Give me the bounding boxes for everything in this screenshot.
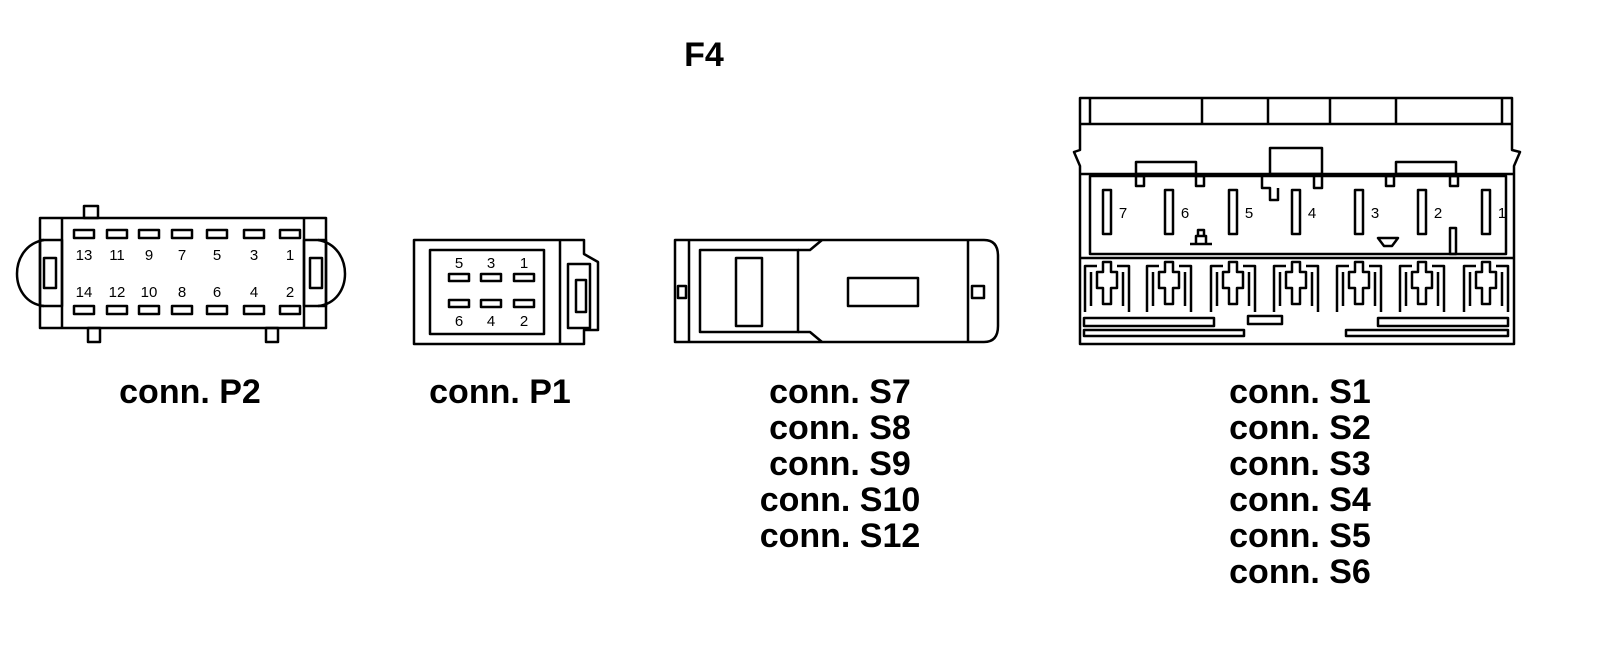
pin-slot — [278, 228, 302, 240]
pin-cavity — [1290, 188, 1302, 236]
pin-number: 6 — [213, 284, 221, 301]
pin-slot — [512, 272, 536, 283]
pin-number: 6 — [1181, 205, 1189, 222]
pin-slot — [105, 304, 129, 316]
pin-slot — [447, 298, 471, 309]
pin-number: 14 — [76, 284, 93, 301]
connector-p1-captions: conn. P1 — [370, 374, 630, 410]
connector-caption: conn. P1 — [429, 373, 571, 411]
pin-slot — [205, 228, 229, 240]
page-title: F4 — [684, 36, 724, 74]
pin-slot — [242, 228, 266, 240]
terminal-cell — [1209, 260, 1257, 312]
connector-s1-drawing — [1072, 96, 1522, 346]
terminal-cell — [1398, 260, 1446, 312]
pin-slot — [242, 304, 266, 316]
connector-caption: conn. S3 — [1229, 445, 1371, 483]
pin-slot — [137, 228, 161, 240]
connector-caption: conn. S9 — [769, 445, 911, 483]
pin-cavity — [1163, 188, 1175, 236]
pin-number: 7 — [178, 247, 186, 264]
pin-number: 12 — [109, 284, 126, 301]
p2-left-ear — [15, 238, 45, 308]
terminal-cell — [1145, 260, 1193, 312]
pin-number: 3 — [487, 255, 495, 272]
pin-number: 10 — [141, 284, 158, 301]
pin-number: 11 — [109, 247, 125, 264]
connector-caption: conn. S10 — [759, 481, 921, 519]
pin-number: 1 — [520, 255, 528, 272]
p1-body — [412, 238, 600, 346]
s1-body — [1072, 96, 1522, 346]
pin-slot — [278, 304, 302, 316]
pin-number: 8 — [178, 284, 186, 301]
pin-number: 5 — [213, 247, 221, 264]
pin-number: 3 — [250, 247, 258, 264]
terminal-cell — [1335, 260, 1383, 312]
connector-p2-captions: conn. P2 — [60, 374, 320, 410]
pin-number: 1 — [1498, 205, 1506, 222]
pin-number: 13 — [76, 247, 93, 264]
pin-slot — [72, 304, 96, 316]
pin-slot — [170, 304, 194, 316]
pin-slot — [447, 272, 471, 283]
pin-slot — [479, 272, 503, 283]
terminal-cell — [1083, 260, 1131, 312]
pin-slot — [170, 228, 194, 240]
pin-slot — [205, 304, 229, 316]
pin-number: 1 — [286, 247, 294, 264]
pin-number: 4 — [487, 313, 495, 330]
pin-cavity — [1353, 188, 1365, 236]
pin-number: 5 — [1245, 205, 1253, 222]
connector-caption: conn. S4 — [1229, 481, 1371, 519]
connector-caption: conn. P2 — [119, 373, 261, 411]
connector-s7-drawing — [673, 238, 1000, 344]
pin-cavity — [1480, 188, 1492, 236]
pin-number: 5 — [455, 255, 463, 272]
pin-cavity — [1416, 188, 1428, 236]
connector-caption: conn. S7 — [769, 373, 911, 411]
p2-body — [38, 216, 328, 330]
pin-number: 2 — [520, 313, 528, 330]
terminal-cell — [1272, 260, 1320, 312]
pin-slot — [479, 298, 503, 309]
connector-caption: conn. S8 — [769, 409, 911, 447]
p2-right-ear — [317, 238, 347, 308]
pin-number: 6 — [455, 313, 463, 330]
connector-caption: conn. S1 — [1229, 373, 1371, 411]
connector-caption: conn. S2 — [1229, 409, 1371, 447]
pin-number: 4 — [250, 284, 258, 301]
pin-cavity — [1227, 188, 1239, 236]
connector-caption: conn. S12 — [759, 517, 921, 555]
pin-number: 3 — [1371, 205, 1379, 222]
connector-p2-drawing — [15, 204, 347, 344]
pin-slot — [105, 228, 129, 240]
pin-slot — [137, 304, 161, 316]
pin-slot — [512, 298, 536, 309]
pin-number: 2 — [1434, 205, 1442, 222]
terminal-cell — [1462, 260, 1510, 312]
connector-caption: conn. S5 — [1229, 517, 1371, 555]
pin-cavity — [1101, 188, 1113, 236]
pin-number: 9 — [145, 247, 153, 264]
pin-number: 2 — [286, 284, 294, 301]
connector-p1-drawing — [412, 238, 600, 346]
s7-body — [673, 238, 1000, 344]
connector-caption: conn. S6 — [1229, 553, 1371, 591]
pin-slot — [72, 228, 96, 240]
pin-number: 7 — [1119, 205, 1127, 222]
pin-number: 4 — [1308, 205, 1316, 222]
